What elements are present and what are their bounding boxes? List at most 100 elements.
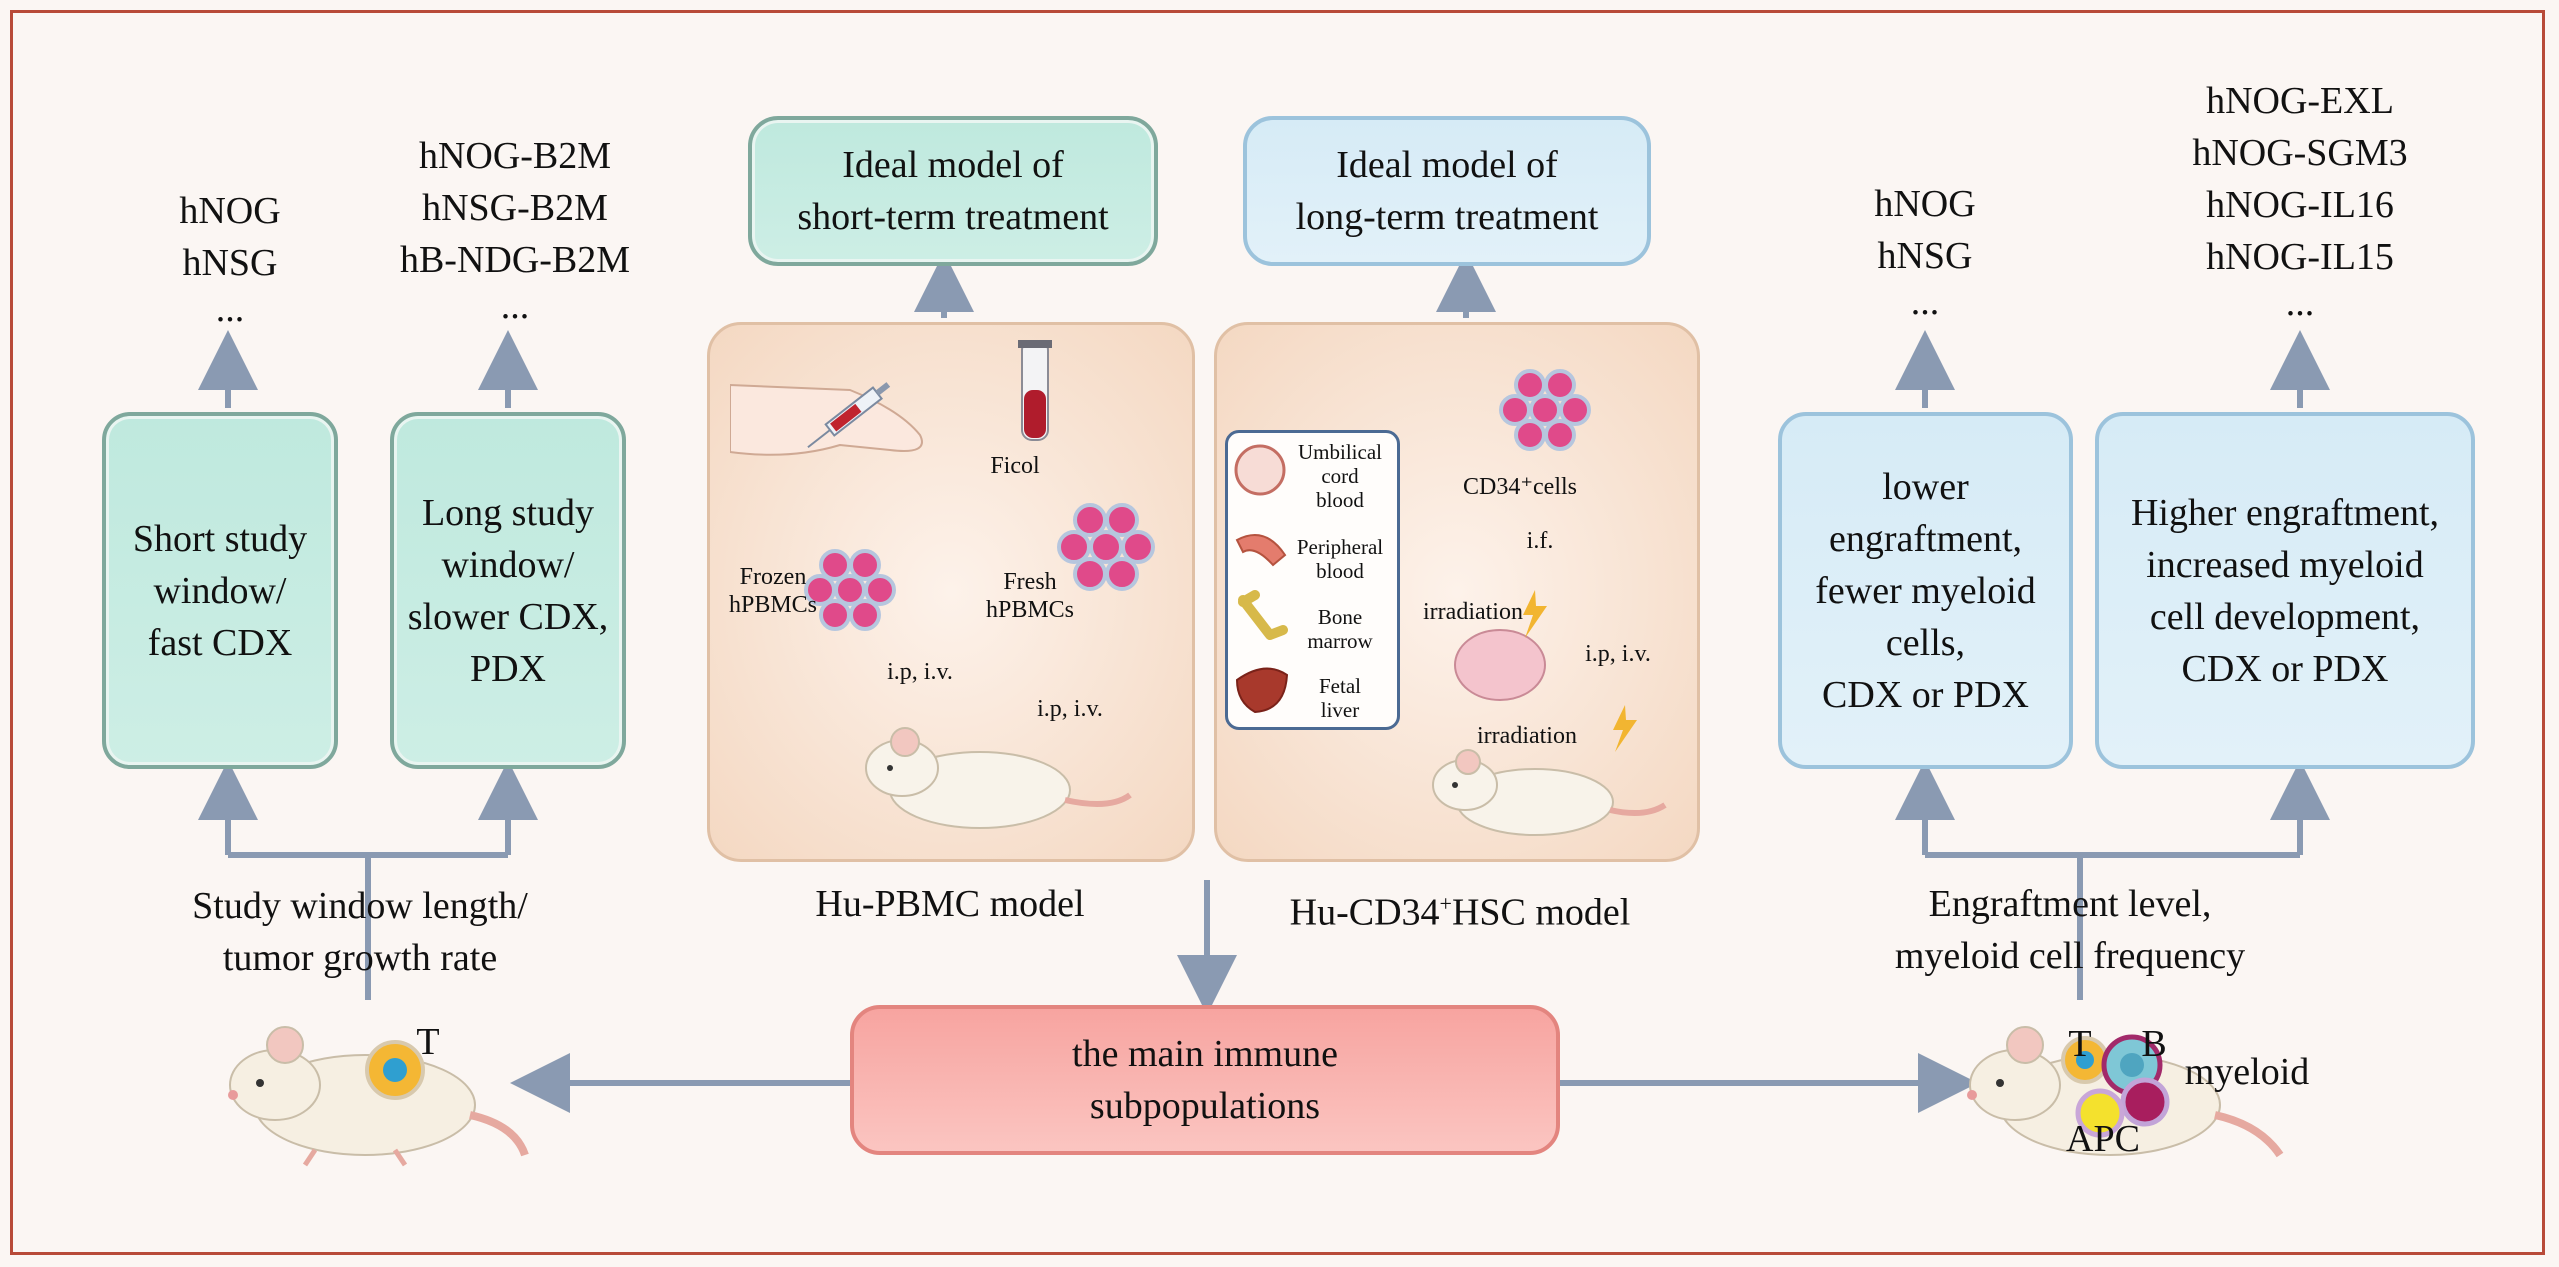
b-cell-label: B xyxy=(2141,1023,2167,1065)
box-line: Short study xyxy=(132,517,308,560)
cd34-cells-cluster-icon xyxy=(1499,369,1591,451)
model-name: hNSG xyxy=(182,242,278,284)
fresh-label: Fresh hPBMCs xyxy=(975,568,1085,624)
label-line: Fetal xyxy=(1319,674,1361,698)
label-line: Bone xyxy=(1317,605,1363,629)
caption-line: Study window length/ xyxy=(192,885,528,927)
box-line: Ideal model of xyxy=(842,144,1064,186)
box-line: Long study xyxy=(421,491,595,534)
ideal-short-term-box: Ideal model of short-term treatment xyxy=(748,116,1158,266)
if-label: i.f. xyxy=(1526,528,1554,554)
higher-engraftment-box: Higher engraftment, increased myeloid ce… xyxy=(2095,412,2475,769)
model-name: hNOG-B2M xyxy=(418,135,612,177)
source-fetal-liver: Fetal liver xyxy=(1285,674,1395,722)
t-cell-label: T xyxy=(416,1021,440,1063)
caption-part: Hu-CD34 xyxy=(1289,891,1440,934)
right-caption: Engraftment level, myeloid cell frequenc… xyxy=(1850,878,2290,982)
model-ellipsis: ... xyxy=(2285,282,2315,324)
hu-cd34-caption: Hu-CD34+HSC model xyxy=(1235,878,1685,939)
hu-pbmc-caption: Hu-PBMC model xyxy=(815,883,1085,925)
label-line: hPBMCs xyxy=(728,592,818,618)
caption-line: myeloid cell frequency xyxy=(1894,935,2246,977)
label-line: hPBMCs xyxy=(985,597,1075,623)
short-window-box: Short study window/ fast CDX xyxy=(102,412,338,769)
caption-line: Engraftment level, xyxy=(1928,883,2212,925)
model-name: hNOG-IL15 xyxy=(2206,236,2394,278)
caption-line: tumor growth rate xyxy=(222,937,498,979)
lightning-icon xyxy=(1613,705,1637,752)
ideal-long-term-box: Ideal model of long-term treatment xyxy=(1243,116,1651,266)
box-line: PDX xyxy=(469,647,546,690)
box-line: CDX or PDX xyxy=(1822,673,2029,716)
box-line: window/ xyxy=(441,543,575,586)
main-immune-box: the main immune subpopulations xyxy=(850,1005,1560,1155)
box-line: increased myeloid xyxy=(2146,543,2424,586)
caption-part: HSC model xyxy=(1451,891,1631,934)
box-line: fast CDX xyxy=(147,621,293,664)
mouse-icon xyxy=(1432,749,1667,836)
fetus-icon xyxy=(1454,629,1546,701)
model-name: hNOG xyxy=(1874,183,1976,225)
apc-label: APC xyxy=(2066,1118,2140,1160)
test-tube-icon xyxy=(1018,340,1052,441)
model-name: hNSG xyxy=(1877,235,1973,277)
box-line: slower CDX, xyxy=(407,595,609,638)
figure-frame xyxy=(10,10,2545,1255)
liver-icon xyxy=(1235,667,1289,714)
long-window-box: Long study window/ slower CDX, PDX xyxy=(390,412,626,769)
label-line: Fresh xyxy=(1003,569,1057,595)
myeloid-label: myeloid xyxy=(2184,1051,2310,1093)
box-line: lower xyxy=(1882,465,1969,508)
frozen-cells-cluster-icon xyxy=(804,549,896,631)
box-line: CDX or PDX xyxy=(2181,647,2389,690)
left-models-col1: hNOG hNSG ... xyxy=(160,185,300,329)
route-label: i.p, i.v. xyxy=(1585,641,1651,667)
t-cell-label: T xyxy=(2068,1023,2092,1065)
box-line: the main immune xyxy=(1072,1033,1338,1075)
left-caption: Study window length/ tumor growth rate xyxy=(150,880,570,984)
bone-icon xyxy=(1238,590,1288,640)
model-name: hNSG-B2M xyxy=(422,187,608,229)
model-name: hB-NDG-B2M xyxy=(399,239,631,281)
source-peripheral: Peripheral blood xyxy=(1285,535,1395,583)
cd34-cells-label: CD34⁺cells xyxy=(1463,474,1577,500)
label-line: Umbilical xyxy=(1298,440,1382,464)
source-umbilical: Umbilical cord blood xyxy=(1285,440,1395,512)
pbmc-illustration xyxy=(730,340,1155,829)
hsc-illustration xyxy=(1234,369,1667,836)
label-line: blood xyxy=(1316,488,1364,512)
fresh-cells-cluster-icon xyxy=(1057,503,1155,591)
box-line: engraftment, xyxy=(1828,517,2023,560)
box-line: window/ xyxy=(153,569,287,612)
right-models-col1: hNOG hNSG ... xyxy=(1855,178,1995,322)
model-name: hNOG-IL16 xyxy=(2206,184,2394,226)
model-name: hNOG xyxy=(179,190,281,232)
model-ellipsis: ... xyxy=(1910,281,1940,323)
box-line: cell development, xyxy=(2149,595,2421,638)
ficol-label: Ficol xyxy=(990,453,1040,479)
model-ellipsis: ... xyxy=(215,288,245,330)
model-name: hNOG-SGM3 xyxy=(2192,132,2408,174)
box-line: Higher engraftment, xyxy=(2130,491,2440,534)
left-mouse-icon xyxy=(228,1026,529,1167)
box-line: Ideal model of xyxy=(1336,144,1558,186)
umbilical-cord-icon xyxy=(1234,444,1286,496)
mouse-icon xyxy=(865,727,1132,829)
model-name: hNOG-EXL xyxy=(2206,80,2394,122)
model-ellipsis: ... xyxy=(500,285,530,327)
lower-engraftment-box: lower engraftment, fewer myeloid cells, … xyxy=(1778,412,2073,769)
irradiation-label: irradiation xyxy=(1477,723,1577,749)
label-line: cord xyxy=(1321,464,1359,488)
label-line: Frozen xyxy=(739,564,807,590)
box-line: long-term treatment xyxy=(1295,196,1599,238)
label-line: marrow xyxy=(1307,629,1373,653)
frozen-label: Frozen hPBMCs xyxy=(718,563,828,619)
box-line: fewer myeloid xyxy=(1815,569,2036,612)
box-line: subpopulations xyxy=(1089,1085,1321,1127)
irradiation-label: irradiation xyxy=(1423,599,1523,625)
syringe-icon xyxy=(807,382,891,449)
box-line: short-term treatment xyxy=(797,196,1109,238)
myeloid-cell-icon xyxy=(2120,1077,2170,1127)
right-mouse-icon xyxy=(1967,1026,2284,1158)
right-models-col2: hNOG-EXL hNOG-SGM3 hNOG-IL16 hNOG-IL15 .… xyxy=(2170,75,2430,323)
